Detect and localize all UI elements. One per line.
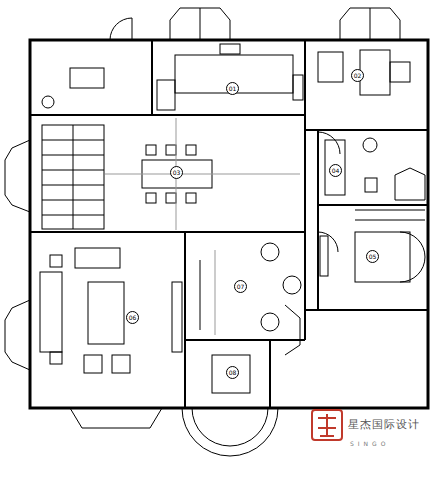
callout-number: 02 xyxy=(351,69,364,82)
watermark: SINGO xyxy=(350,440,389,447)
callout-number: 04 xyxy=(329,164,342,177)
seal xyxy=(312,410,342,440)
callout-number: 07 xyxy=(234,280,247,293)
watermark: 星杰国际设计 xyxy=(348,417,420,432)
callout-number: 01 xyxy=(226,82,239,95)
callout-number: 08 xyxy=(226,366,239,379)
outer-wall xyxy=(30,40,428,408)
callout-number: 03 xyxy=(170,166,183,179)
callout-number: 06 xyxy=(126,311,139,324)
callout-number: 05 xyxy=(366,250,379,263)
